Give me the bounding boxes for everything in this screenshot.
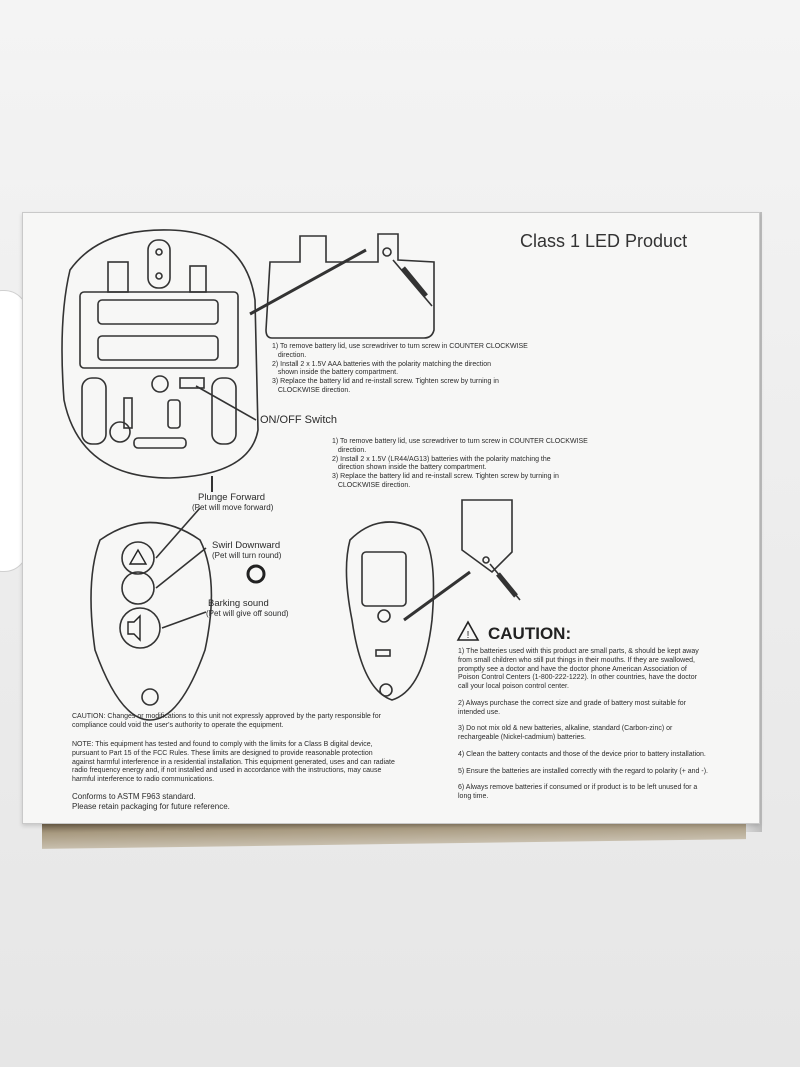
caution-item: 6) Always remove batteries if consumed o… [458, 784, 698, 800]
small-battery-compartment [361, 551, 407, 607]
step-line: direction. [332, 446, 367, 454]
step-line: CLOCKWISE direction. [272, 386, 351, 394]
swirl-title: Swirl Downward [212, 540, 281, 551]
retain-line: Please retain packaging for future refer… [72, 802, 230, 811]
battery-steps-1: 1) To remove battery lid, use screwdrive… [272, 343, 528, 396]
battery-aaa-top [97, 299, 219, 325]
switch-label: ON/OFF Switch [260, 414, 338, 426]
left-slot [81, 377, 107, 445]
bark-subtitle: (Pet will give off sound) [206, 609, 289, 618]
bark-button [119, 607, 161, 649]
step-line: direction shown inside the battery compa… [332, 464, 487, 472]
tab-left [107, 261, 129, 293]
battery-lid-small [461, 499, 513, 574]
battery-steps-2: 1) To remove battery lid, use screwdrive… [332, 438, 588, 491]
swirl-button [121, 571, 155, 605]
swirl-subtitle: (Pet will turn round) [212, 551, 282, 560]
step-line: CLOCKWISE direction. [332, 481, 411, 489]
bark-title: Barking sound [208, 598, 269, 609]
step-line: 1) To remove battery lid, use screwdrive… [332, 438, 588, 445]
tab-right [189, 265, 207, 293]
caution-item: 3) Do not mix old & new batteries, alkal… [458, 725, 673, 741]
screw-hole [151, 375, 169, 393]
battery-lid-large [265, 233, 435, 339]
step-line: 1) To remove battery lid, use screwdrive… [272, 343, 528, 350]
step-line: 3) Replace the battery lid and re-instal… [332, 473, 559, 480]
speaker-icon [127, 614, 141, 642]
battery-compartment [79, 291, 239, 369]
remote-outline [90, 521, 213, 721]
swirl-icon [246, 564, 266, 584]
svg-text:!: ! [467, 630, 470, 641]
battery-aaa-bottom [97, 335, 219, 361]
forward-title: Plunge Forward [198, 492, 266, 503]
pet-underside-outline [61, 229, 259, 479]
step-line: direction. [272, 351, 307, 359]
forward-button [121, 541, 155, 575]
caution-heading: CAUTION: [488, 624, 572, 643]
caution-triangle [456, 620, 480, 641]
box-back-panel [22, 212, 760, 824]
forward-subtitle: (Pet will move forward) [192, 503, 274, 512]
step-line: 2) Install 2 x 1.5V (LR44/AG13) batterie… [332, 455, 551, 463]
right-slot [211, 377, 237, 445]
step-line: shown inside the battery compartment. [272, 369, 399, 377]
product-class-label: Class 1 LED Product [520, 231, 688, 251]
fcc-note: NOTE: This equipment has tested and foun… [72, 741, 395, 783]
caution-item: 2) Always purchase the correct size and … [458, 699, 687, 716]
fcc-caution: CAUTION: Changes or modifications to thi… [72, 713, 381, 729]
screw-tab [147, 239, 171, 289]
step-line: 2) Install 2 x 1.5V AAA batteries with t… [272, 360, 492, 368]
onoff-switch [179, 377, 205, 389]
caution-item: 5) Ensure the batteries are installed co… [458, 767, 708, 775]
small-device-outline [345, 521, 435, 701]
forward-icon [128, 548, 148, 565]
caution-item: 1) The batteries used with this product … [458, 648, 699, 690]
standard-line: Conforms to ASTM F963 standard. [72, 792, 196, 801]
caution-list: 1) The batteries used with this product … [458, 648, 748, 802]
caution-item: 4) Clean the battery contacts and those … [458, 750, 706, 758]
step-line: 3) Replace the battery lid and re-instal… [272, 378, 499, 385]
